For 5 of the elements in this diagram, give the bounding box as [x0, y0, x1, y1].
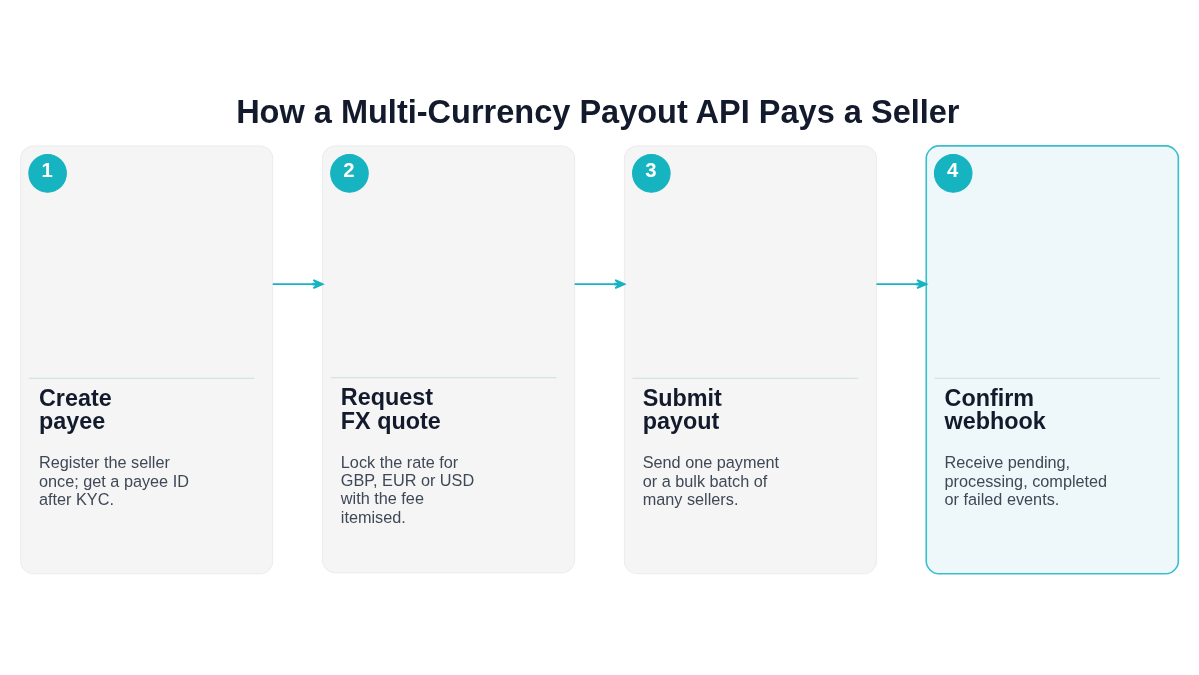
diagram-title: How a Multi-Currency Payout API Pays a Seller: [236, 93, 960, 130]
node-circle: 2: [330, 153, 369, 193]
node-circle: 1: [28, 153, 67, 193]
node-circle: 3: [632, 153, 671, 193]
node-circle: 4: [933, 153, 973, 193]
